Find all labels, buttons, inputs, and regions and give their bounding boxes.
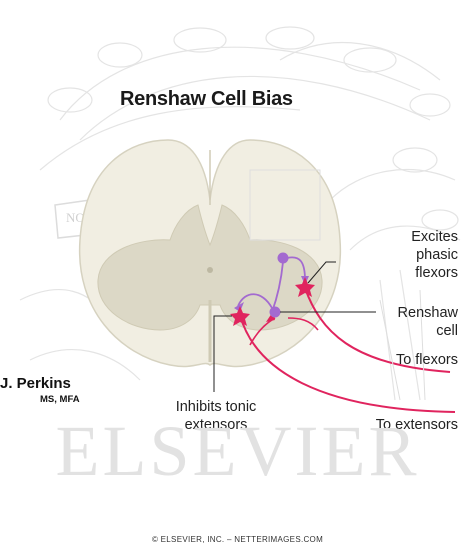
renshaw-cell: [269, 306, 281, 318]
label-inhibits-tonic-extensors: Inhibits tonic extensors: [160, 398, 272, 434]
label-renshaw-cell: Renshaw cell: [370, 304, 458, 340]
flexor-motor-neuron: [295, 277, 315, 297]
label-line: Excites: [411, 229, 458, 245]
label-line: Inhibits tonic: [175, 399, 257, 415]
label-line: cell: [436, 323, 458, 339]
central-canal: [207, 267, 213, 273]
spinal-cord-section: [78, 139, 342, 368]
label-to-extensors: To extensors: [375, 417, 458, 433]
seal-watermark: [249, 169, 426, 401]
renshaw-cell-upper: [277, 252, 289, 264]
arrowhead-icon: [234, 302, 244, 312]
extensor-axon: [239, 314, 456, 413]
renshaw-projections: [237, 256, 306, 313]
extensor-motor-neuron: [230, 306, 250, 326]
brand-watermark: ELSEVIER: [55, 411, 420, 491]
artist-credentials: MS, MFA: [40, 394, 80, 405]
tree-watermark: [19, 26, 461, 401]
copyright-notice: © ELSEVIER, INC. – NETTERIMAGES.COM: [151, 535, 324, 544]
label-line: Renshaw: [397, 305, 458, 321]
page-title: Renshaw Cell Bias: [120, 88, 293, 110]
label-line: phasic: [416, 247, 458, 263]
label-to-flexors: To flexors: [395, 352, 458, 368]
label-line: flexors: [415, 265, 458, 281]
leader-lines: [213, 261, 376, 392]
label-excites-phasic-flexors: Excites phasic flexors: [370, 228, 458, 282]
label-line: extensors: [184, 417, 248, 433]
artist-signature: J. Perkins: [0, 375, 71, 392]
flexor-axon: [304, 287, 451, 373]
